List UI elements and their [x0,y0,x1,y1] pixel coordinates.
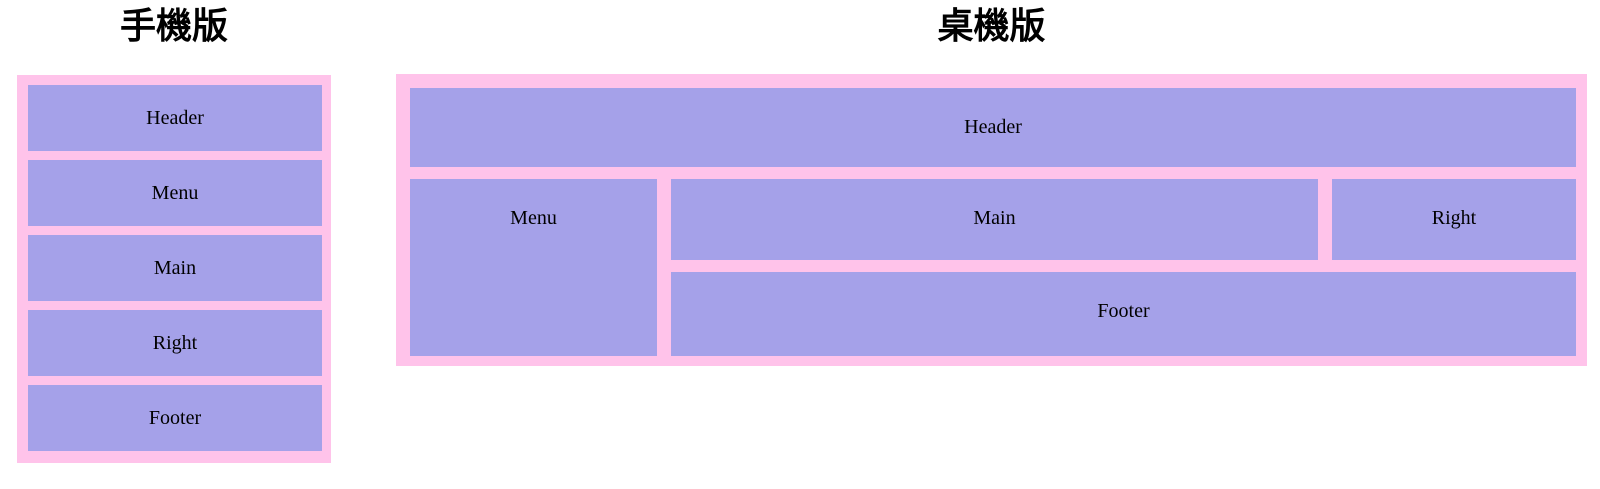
desktop-box-right: Right [1332,179,1576,260]
mobile-layout-container: Header Menu Main Right Footer [17,75,331,463]
mobile-box-header: Header [28,85,322,151]
mobile-box-menu: Menu [28,160,322,226]
mobile-box-right: Right [28,310,322,376]
desktop-box-footer: Footer [671,272,1576,356]
mobile-version-title: 手機版 [119,5,228,46]
mobile-box-footer: Footer [28,385,322,451]
desktop-layout-container: Header Menu Main Right Footer [396,74,1587,366]
desktop-box-main: Main [671,179,1318,260]
mobile-box-main: Main [28,235,322,301]
desktop-box-header: Header [410,88,1576,167]
desktop-box-menu: Menu [410,179,657,356]
desktop-version-title: 桌機版 [937,5,1046,46]
